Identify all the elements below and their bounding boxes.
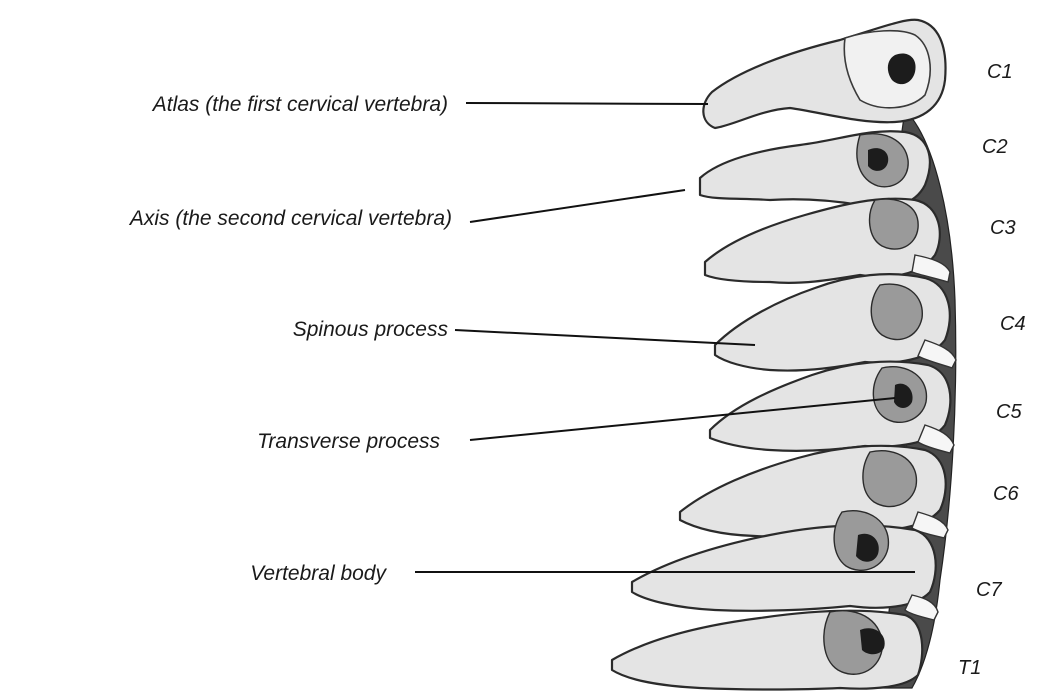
vertebra-c2 (700, 131, 930, 207)
vertebra-c1 (703, 20, 945, 128)
vertebra-c6 (680, 446, 948, 538)
vertebra-c3 (705, 199, 950, 283)
label-spinous-process: Spinous process (293, 318, 449, 341)
leader-atlas (466, 103, 708, 104)
cervical-spine-illustration (612, 20, 956, 690)
label-transverse-process: Transverse process (257, 430, 440, 453)
vertebra-t1 (612, 611, 922, 690)
label-vertebral-body: Vertebral body (250, 562, 387, 585)
level-c6: C6 (993, 483, 1019, 505)
level-c7: C7 (976, 579, 1002, 601)
label-atlas: Atlas (the first cervical vertebra) (151, 93, 448, 116)
leader-axis (470, 190, 685, 222)
level-c1: C1 (987, 61, 1013, 83)
level-c4: C4 (1000, 313, 1026, 335)
anatomy-labels: Atlas (the first cervical vertebra) Axis… (128, 93, 452, 585)
level-t1: T1 (958, 657, 981, 679)
c7-spinous-process (632, 525, 936, 610)
level-c3: C3 (990, 217, 1016, 239)
level-labels: C1 C2 C3 C4 C5 C6 C7 T1 (958, 61, 1026, 679)
level-c5: C5 (996, 401, 1022, 423)
leader-spinous (455, 330, 755, 345)
level-c2: C2 (982, 136, 1008, 158)
label-axis: Axis (the second cervical vertebra) (128, 207, 452, 230)
vertebra-c4 (715, 274, 956, 370)
vertebra-c5 (710, 362, 954, 453)
